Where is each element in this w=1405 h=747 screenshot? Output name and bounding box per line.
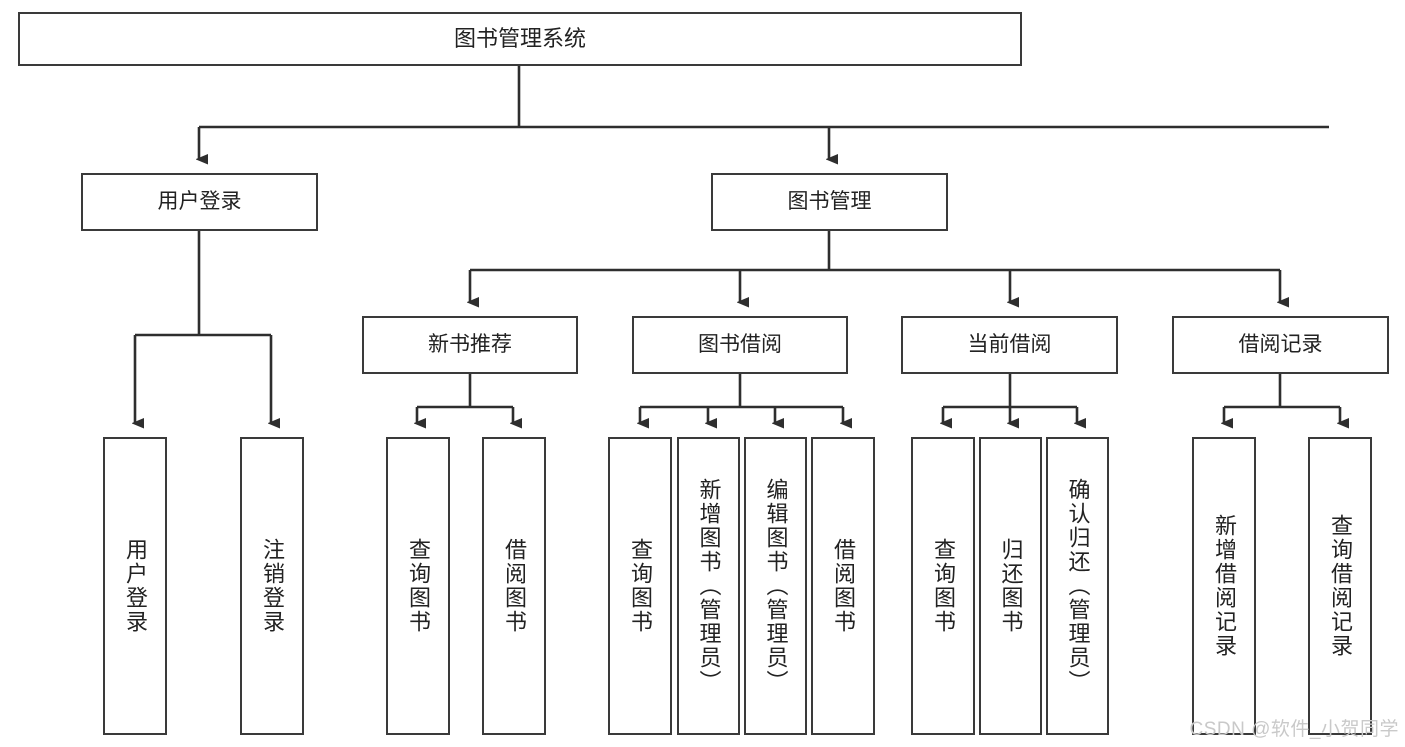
node-current-borrow[interactable]: 当前借阅 (901, 316, 1118, 374)
node-label: 新书推荐 (428, 332, 512, 356)
node-label: 确认归还（管理员） (1065, 478, 1091, 694)
node-borrow-record[interactable]: 借阅记录 (1172, 316, 1389, 374)
node-book-borrow[interactable]: 图书借阅 (632, 316, 848, 374)
leaf-new-book-query[interactable]: 查询图书 (386, 437, 450, 735)
node-label: 归还图书 (998, 538, 1024, 634)
leaf-borrow-record-query[interactable]: 查询借阅记录 (1308, 437, 1372, 735)
node-label: 注销登录 (260, 538, 285, 634)
leaf-book-borrow-add[interactable]: 新增图书（管理员） (677, 437, 740, 735)
node-label: 新增借阅记录 (1212, 514, 1237, 658)
leaf-new-book-borrow[interactable]: 借阅图书 (482, 437, 546, 735)
node-label: 编辑图书（管理员） (763, 478, 789, 694)
watermark-text: CSDN @软件_小贺同学 (1189, 719, 1399, 740)
node-label: 图书管理 (787, 189, 872, 213)
node-root-system[interactable]: 图书管理系统 (18, 12, 1022, 66)
node-label: 查询图书 (406, 538, 431, 634)
node-label: 借阅记录 (1238, 332, 1323, 356)
leaf-current-borrow-confirm-return[interactable]: 确认归还（管理员） (1046, 437, 1109, 735)
node-label: 图书管理系统 (453, 26, 586, 52)
leaf-user-login-login[interactable]: 用户登录 (103, 437, 167, 735)
node-label: 用户登录 (123, 538, 148, 634)
leaf-book-borrow-query[interactable]: 查询图书 (608, 437, 672, 735)
leaf-current-borrow-query[interactable]: 查询图书 (911, 437, 975, 735)
node-book-management[interactable]: 图书管理 (711, 173, 948, 231)
node-user-login[interactable]: 用户登录 (81, 173, 318, 231)
leaf-book-borrow-borrow[interactable]: 借阅图书 (811, 437, 875, 735)
node-label: 新增图书（管理员） (696, 478, 722, 694)
node-new-book-recommend[interactable]: 新书推荐 (362, 316, 578, 374)
node-label: 用户登录 (157, 189, 242, 213)
node-label: 图书借阅 (698, 332, 782, 356)
leaf-borrow-record-add[interactable]: 新增借阅记录 (1192, 437, 1256, 735)
node-label: 查询图书 (931, 538, 956, 634)
node-label: 借阅图书 (831, 538, 856, 634)
node-label: 查询借阅记录 (1328, 514, 1353, 658)
node-label: 当前借阅 (967, 332, 1052, 356)
leaf-current-borrow-return[interactable]: 归还图书 (979, 437, 1042, 735)
node-label: 查询图书 (628, 538, 653, 634)
leaf-book-borrow-edit[interactable]: 编辑图书（管理员） (744, 437, 807, 735)
node-label: 借阅图书 (502, 538, 527, 634)
leaf-user-login-logout[interactable]: 注销登录 (240, 437, 304, 735)
